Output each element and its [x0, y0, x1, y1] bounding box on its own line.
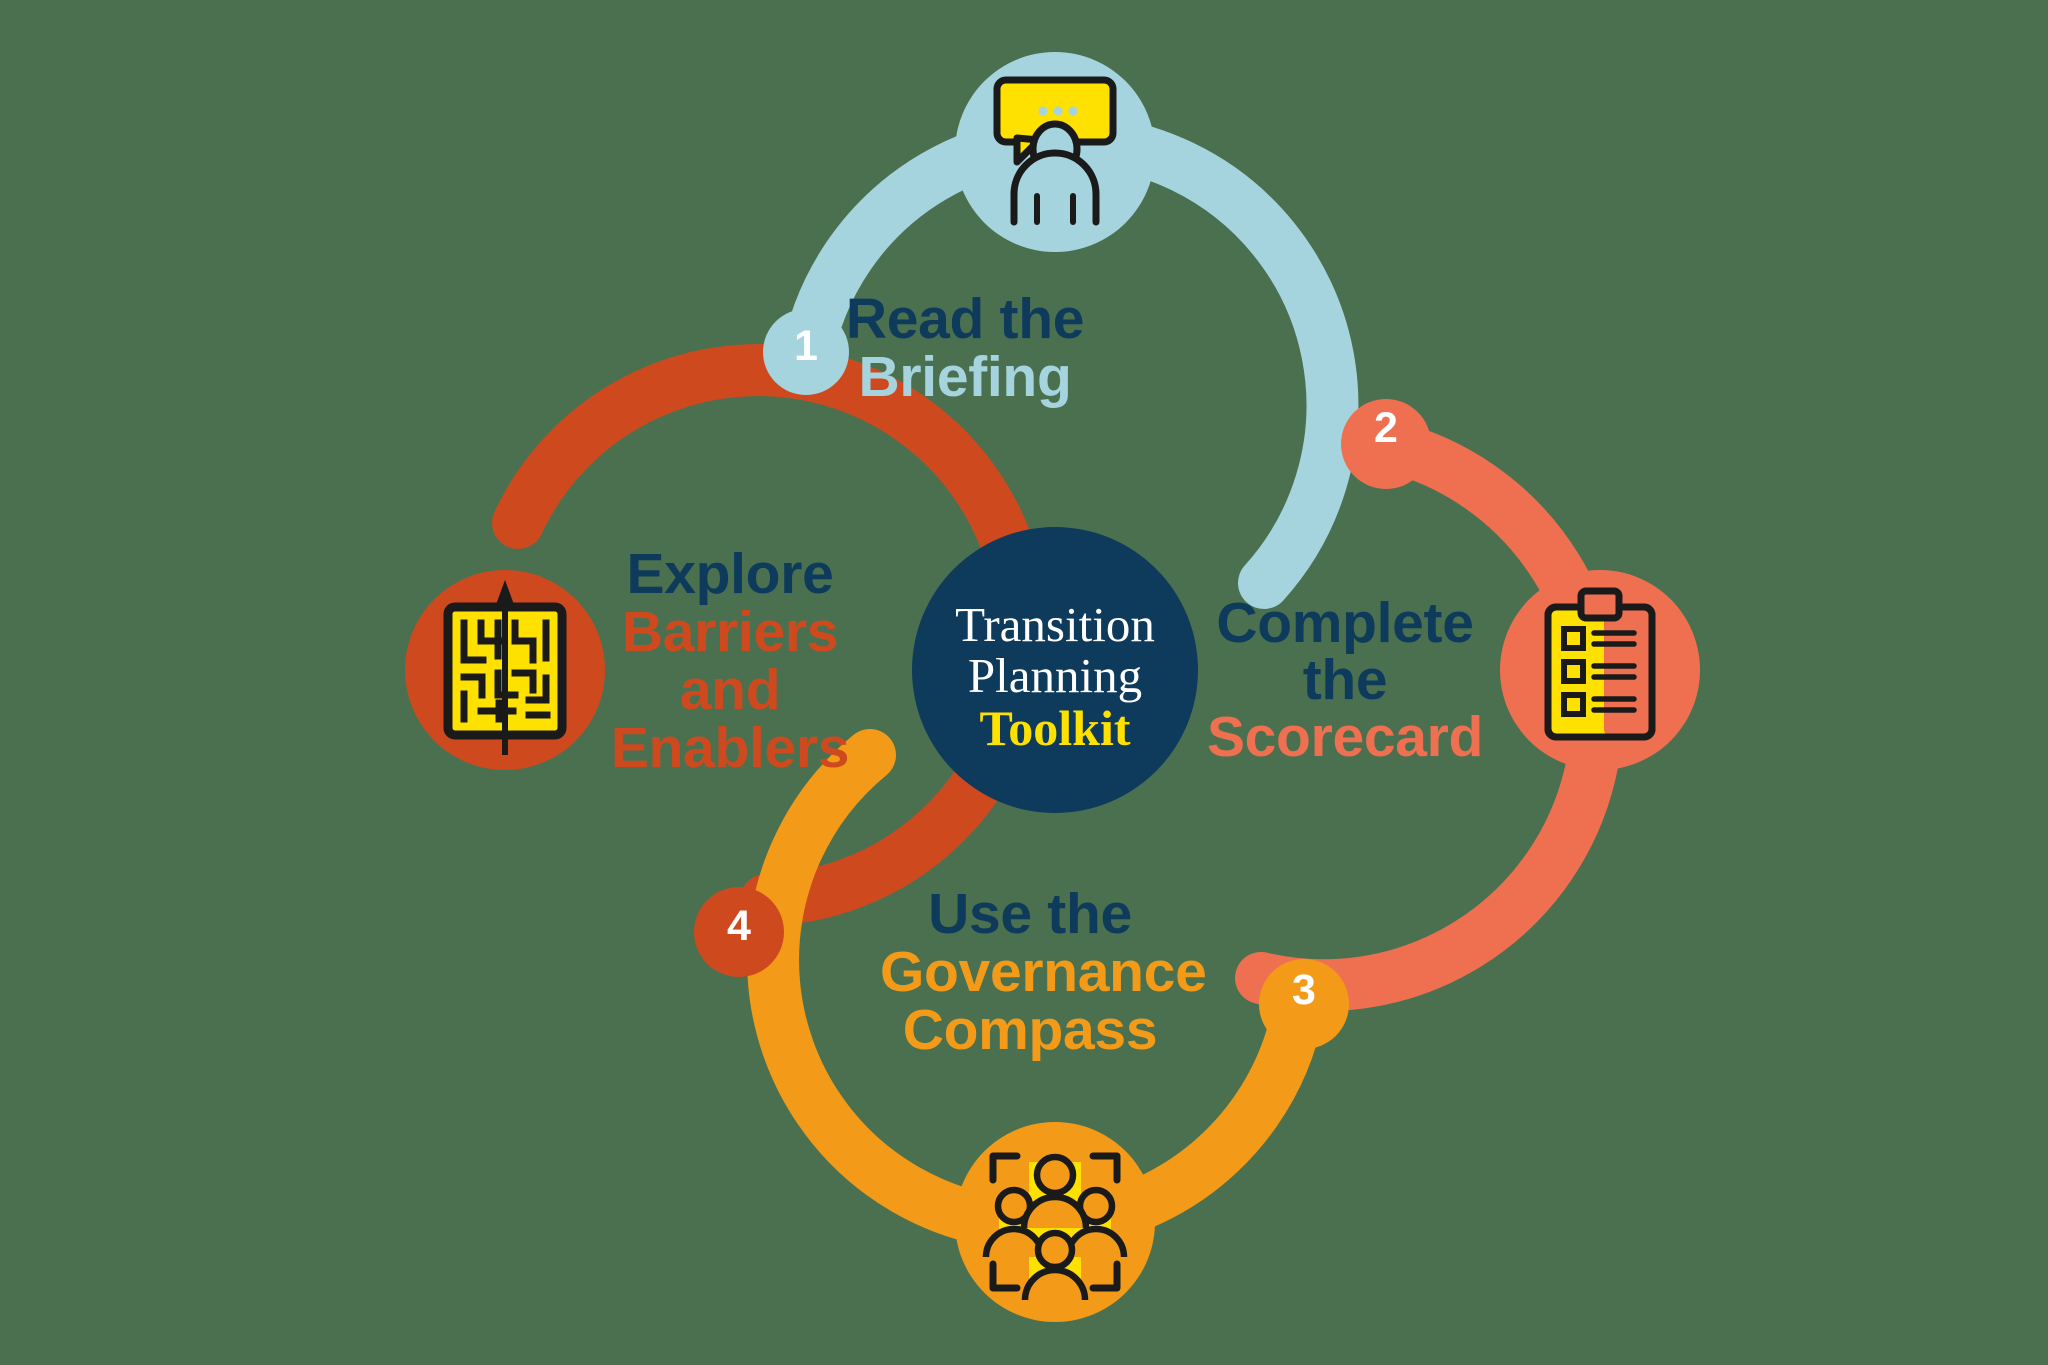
step-4-badge-number: 4 [727, 902, 751, 950]
people-group-icon [982, 1152, 1128, 1301]
step-3-icon-disc[interactable] [955, 1122, 1155, 1322]
step-3-label-line1: Use the [928, 882, 1132, 946]
step-1-label: Read the Briefing [825, 290, 1105, 406]
step-4-label-line2: Barriers [621, 600, 839, 665]
step-3-label-line3: Compass [902, 998, 1158, 1063]
step-3-arc-group[interactable] [747, 729, 1326, 1251]
step-4-label-line3: and [679, 658, 781, 723]
step-3-label: Use the Governance Compass [880, 882, 1207, 1063]
step-4-label-line4: Enablers [610, 716, 850, 781]
step-2-arc-group[interactable] [1235, 419, 1624, 1012]
person-speech-bubble-icon [993, 76, 1117, 226]
step-3-badge[interactable] [1259, 959, 1349, 1049]
step-2-label-line1: Complete [1216, 591, 1474, 655]
step-3-arc[interactable] [747, 729, 1326, 1251]
step-2-label: Complete the Scorecard [1205, 595, 1485, 766]
step-1-arc[interactable] [780, 114, 1359, 609]
step-1-badge-number: 1 [794, 322, 818, 370]
step-2-badge-number: 2 [1374, 404, 1398, 452]
step-3-badge-number: 3 [1292, 966, 1316, 1014]
step-4-label: Explore Barriers and Enablers [600, 545, 860, 778]
step-2-arc[interactable] [1235, 419, 1624, 1012]
center-disc[interactable] [912, 527, 1198, 813]
step-4-arc[interactable] [492, 344, 1050, 926]
step-3-label-line2: Governance [880, 940, 1207, 1005]
step-1-icon-disc[interactable] [955, 52, 1155, 252]
step-4-arc-group[interactable] [492, 344, 1050, 926]
maze-arrow-icon [443, 580, 567, 755]
step-4-badge[interactable] [694, 887, 784, 977]
step-1-label-line2: Briefing [858, 345, 1072, 410]
step-2-label-line2: the [1302, 648, 1388, 712]
step-1-badge[interactable] [763, 309, 849, 395]
step-2-icon-disc[interactable] [1500, 570, 1700, 770]
step-4-icon-disc[interactable] [405, 570, 605, 770]
step-1-label-line1: Read the [845, 287, 1085, 351]
clipboard-checklist-icon [1544, 587, 1656, 741]
step-2-label-line3: Scorecard [1206, 705, 1484, 769]
step-2-badge[interactable] [1341, 399, 1431, 489]
step-4-label-line1: Explore [626, 542, 834, 606]
step-1-arc-group[interactable] [780, 114, 1359, 609]
